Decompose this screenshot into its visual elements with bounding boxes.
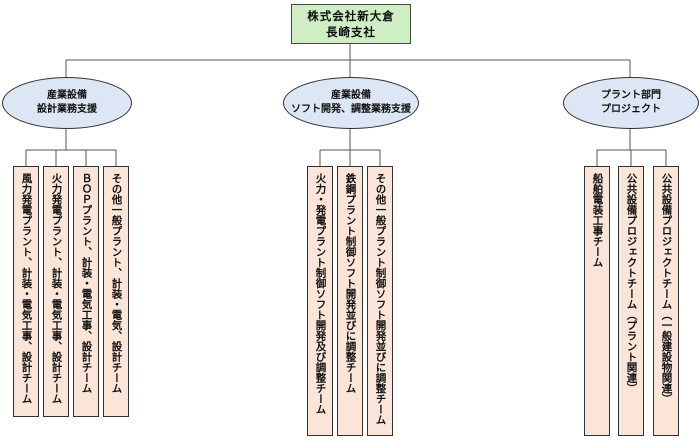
- root-name: 株式会社新大倉: [307, 9, 395, 23]
- root-node-company: 株式会社新大倉 長崎支社: [291, 4, 411, 44]
- team-ship-electrical-work: 船舶電装工事チーム: [584, 166, 610, 436]
- team-other-plant-control-software: その他一般プラント制御ソフト開発並びに調整チーム: [367, 166, 393, 436]
- team-label: その他一般プラント、計装・電気、設計チーム: [110, 173, 123, 394]
- team-label: 鉄鋼プラント制御ソフト開発並びに調整チーム: [344, 173, 357, 394]
- team-wind-power-plant: 風力発電プラント、計装・電気工事、設計チーム: [13, 166, 39, 417]
- division-software-development-support: 産業設備 ソフト開発、調整業務支援: [283, 77, 419, 129]
- team-label: 公共設備プロジェクトチーム（一般建設物関連）: [660, 173, 673, 404]
- division-industrial-design-support: 産業設備 設計業務支援: [2, 77, 132, 129]
- team-label: 火力・発電プラント制御ソフト開発及び調整チーム: [314, 173, 327, 415]
- team-other-general-plant: その他一般プラント、計装・電気、設計チーム: [103, 166, 129, 417]
- root-branch: 長崎支社: [326, 25, 376, 39]
- team-bop-plant: ＢＯＰプラント、計装・電気工事、設計チーム: [73, 166, 99, 417]
- division-label-line1: 産業設備: [331, 90, 371, 101]
- team-public-facility-plant: 公共設備プロジェクトチーム（プラント関連）: [618, 166, 644, 436]
- division-label-line1: 産業設備: [47, 90, 87, 101]
- team-label: その他一般プラント制御ソフト開発並びに調整チーム: [374, 173, 387, 425]
- division-label-line2: プロジェクト: [601, 104, 661, 115]
- team-label: 風力発電プラント、計装・電気工事、設計チーム: [20, 173, 33, 404]
- team-steel-plant-control-software: 鉄鋼プラント制御ソフト開発並びに調整チーム: [337, 166, 363, 436]
- team-label: 船舶電装工事チーム: [591, 173, 604, 268]
- team-public-facility-building: 公共設備プロジェクトチーム（一般建設物関連）: [653, 166, 679, 436]
- team-label: 火力発電プラント、計装・電気工事、設計チーム: [50, 173, 63, 404]
- team-thermal-control-software: 火力・発電プラント制御ソフト開発及び調整チーム: [307, 166, 333, 436]
- division-label-line2: 設計業務支援: [37, 104, 97, 115]
- division-label-line1: プラント部門: [601, 90, 661, 101]
- division-label-line2: ソフト開発、調整業務支援: [291, 104, 411, 115]
- team-thermal-power-plant: 火力発電プラント、計装・電気工事、設計チーム: [43, 166, 69, 417]
- team-label: 公共設備プロジェクトチーム（プラント関連）: [625, 173, 638, 394]
- team-label: ＢＯＰプラント、計装・電気工事、設計チーム: [80, 173, 93, 394]
- division-plant-projects: プラント部門 プロジェクト: [563, 77, 699, 129]
